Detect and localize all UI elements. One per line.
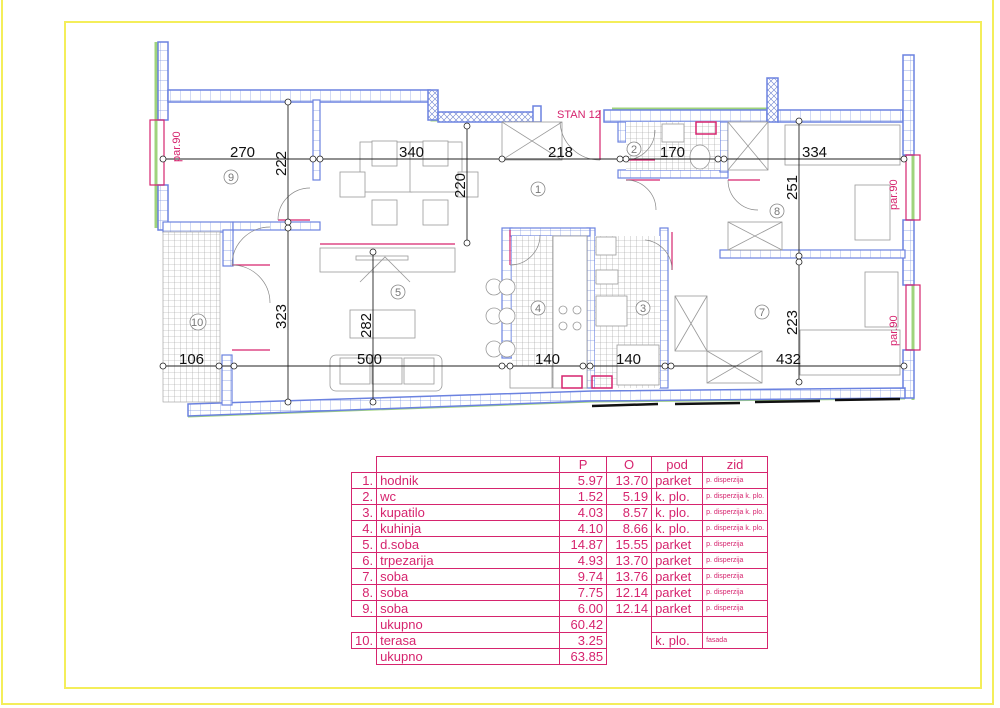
- table-row: 4. kuhinja 4.10 8.66 k. plo. p. disperzi…: [350, 520, 769, 537]
- svg-text:1: 1: [535, 184, 541, 196]
- svg-text:2: 2: [631, 144, 637, 156]
- room-markers: [189, 141, 785, 331]
- table-row: 2. wc 1.52 5.19 k. plo. p. disperzija k.…: [350, 488, 769, 505]
- window-label-east-1: par.90: [888, 179, 900, 210]
- dimension-lines: [160, 102, 906, 404]
- terrace-row: 10. terasa 3.25 k. plo. fasada: [350, 632, 769, 649]
- dim-bottom-2: 500: [357, 351, 382, 368]
- table-row: 9. soba 6.00 12.14 parket p. disperzija: [350, 600, 769, 617]
- dim-top-3: 218: [548, 144, 573, 161]
- apartment-label: STAN 12: [557, 109, 601, 121]
- dim-bottom-5: 432: [776, 351, 801, 368]
- room-schedule-table: P O pod zid 1. hodnik 5.97 13.70 parket …: [350, 456, 769, 665]
- dim-vert-282: 282: [358, 313, 375, 338]
- dim-top-5: 334: [802, 144, 827, 161]
- header-num: [352, 457, 377, 473]
- svg-text:3: 3: [640, 303, 646, 315]
- table-row: 5. d.soba 14.87 15.55 parket p. disperzi…: [350, 536, 769, 553]
- windows-south: [591, 397, 901, 408]
- dim-vert-222: 222: [273, 151, 290, 176]
- dim-vert-251: 251: [784, 175, 801, 200]
- dim-vert-323: 323: [273, 304, 290, 329]
- exterior-walls: [157, 41, 915, 417]
- dimension-ticks: [159, 98, 908, 406]
- room-marker-numbers: 1 2 3 4 5 7 8 9 10: [191, 144, 780, 329]
- svg-text:5: 5: [395, 287, 401, 299]
- dim-vert-223: 223: [784, 310, 801, 335]
- svg-text:7: 7: [759, 307, 765, 319]
- svg-text:9: 9: [228, 172, 234, 184]
- header-name: [376, 456, 561, 473]
- window-label-west: par.90: [171, 131, 183, 162]
- subtotal-row: ukupno 60.42: [352, 616, 769, 633]
- inner-sheet-border: [64, 21, 982, 689]
- total-row: ukupno 63.85: [352, 648, 768, 665]
- table-row: 8. soba 7.75 12.14 parket p. disperzija: [350, 584, 769, 601]
- table-row: 7. soba 9.74 13.76 parket p. disperzija: [350, 568, 769, 585]
- table-row: 1. hodnik 5.97 13.70 parket p. disperzij…: [350, 472, 769, 489]
- header-zid: zid: [702, 456, 769, 473]
- dimension-labels: 270 340 218 170 334 106 500 140 140 432 …: [179, 144, 827, 368]
- svg-text:10: 10: [191, 317, 203, 329]
- dim-bottom-1: 106: [179, 351, 204, 368]
- table-row: 3. kupatilo 4.03 8.57 k. plo. p. disperz…: [350, 504, 769, 521]
- doors-and-openings: [149, 110, 921, 389]
- svg-text:8: 8: [774, 206, 780, 218]
- dim-top-2: 340: [399, 144, 424, 161]
- dim-top-4: 170: [660, 144, 685, 161]
- table-row: 6. trpezarija 4.93 13.70 parket p. dispe…: [350, 552, 769, 569]
- header-pod: pod: [651, 456, 704, 473]
- window-label-east-2: par.90: [888, 315, 900, 346]
- table-header-row: P O pod zid: [352, 456, 769, 473]
- svg-text:4: 4: [535, 303, 541, 315]
- header-o: O: [606, 456, 653, 473]
- header-p: P: [559, 456, 608, 473]
- dim-bottom-3: 140: [535, 351, 560, 368]
- dim-bottom-4: 140: [616, 351, 641, 368]
- furniture: [319, 121, 901, 392]
- dim-top-1: 270: [230, 144, 255, 161]
- dim-vert-220: 220: [452, 173, 469, 198]
